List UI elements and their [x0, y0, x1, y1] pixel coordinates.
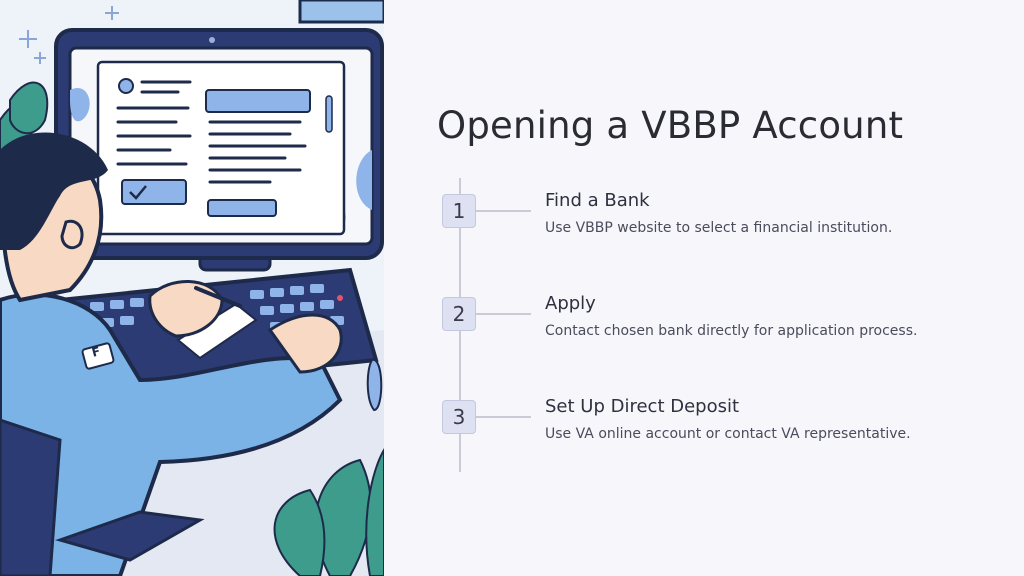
- pen-icon: [194, 286, 242, 308]
- slide-content: Opening a VBBP Account 1 Find a Bank Use…: [384, 0, 1024, 576]
- plant-right-icon: [273, 448, 384, 576]
- chair: [0, 418, 62, 576]
- screen-blob: [356, 150, 372, 210]
- scrollbar-icon: [325, 95, 333, 133]
- indicator-light: [337, 295, 343, 301]
- form-header-bar: [205, 89, 311, 113]
- step-title: Set Up Direct Deposit: [545, 396, 740, 417]
- step-1: 1 Find a Bank Use VBBP website to select…: [442, 190, 1002, 266]
- step-connector: [476, 313, 531, 315]
- step-3: 3 Set Up Direct Deposit Use VA online ac…: [442, 396, 1002, 472]
- left-hand: [148, 280, 224, 338]
- step-title: Find a Bank: [545, 190, 650, 211]
- window-corner: [298, 0, 384, 24]
- step-description: Use VBBP website to select a financial i…: [545, 220, 893, 236]
- person-hair: [0, 132, 108, 250]
- step-number-badge: 3: [442, 400, 476, 434]
- step-connector: [476, 416, 531, 418]
- hero-illustration: F: [0, 0, 384, 576]
- checkmark-icon: [129, 185, 147, 200]
- slide-title: Opening a VBBP Account: [437, 104, 904, 147]
- step-connector: [476, 210, 531, 212]
- avatar-icon: [118, 78, 134, 94]
- person-ear: [60, 219, 84, 250]
- form-text-lines: [116, 80, 307, 184]
- right-hand: [267, 313, 343, 374]
- person-at-computer-illustration: [0, 0, 384, 576]
- step-2: 2 Apply Contact chosen bank directly for…: [442, 293, 1002, 369]
- step-description: Contact chosen bank directly for applica…: [545, 323, 918, 339]
- webcam-icon: [209, 37, 215, 43]
- screen-blob: [70, 87, 90, 122]
- step-title: Apply: [545, 293, 596, 314]
- step-number-badge: 2: [442, 297, 476, 331]
- shirt-badge-icon: [81, 342, 115, 370]
- submit-bar: [207, 199, 277, 217]
- step-description: Use VA online account or contact VA repr…: [545, 426, 911, 442]
- mug-icon: [366, 359, 383, 412]
- chair-armrest: [55, 510, 205, 562]
- checkbox-button: [121, 179, 187, 205]
- step-number-badge: 1: [442, 194, 476, 228]
